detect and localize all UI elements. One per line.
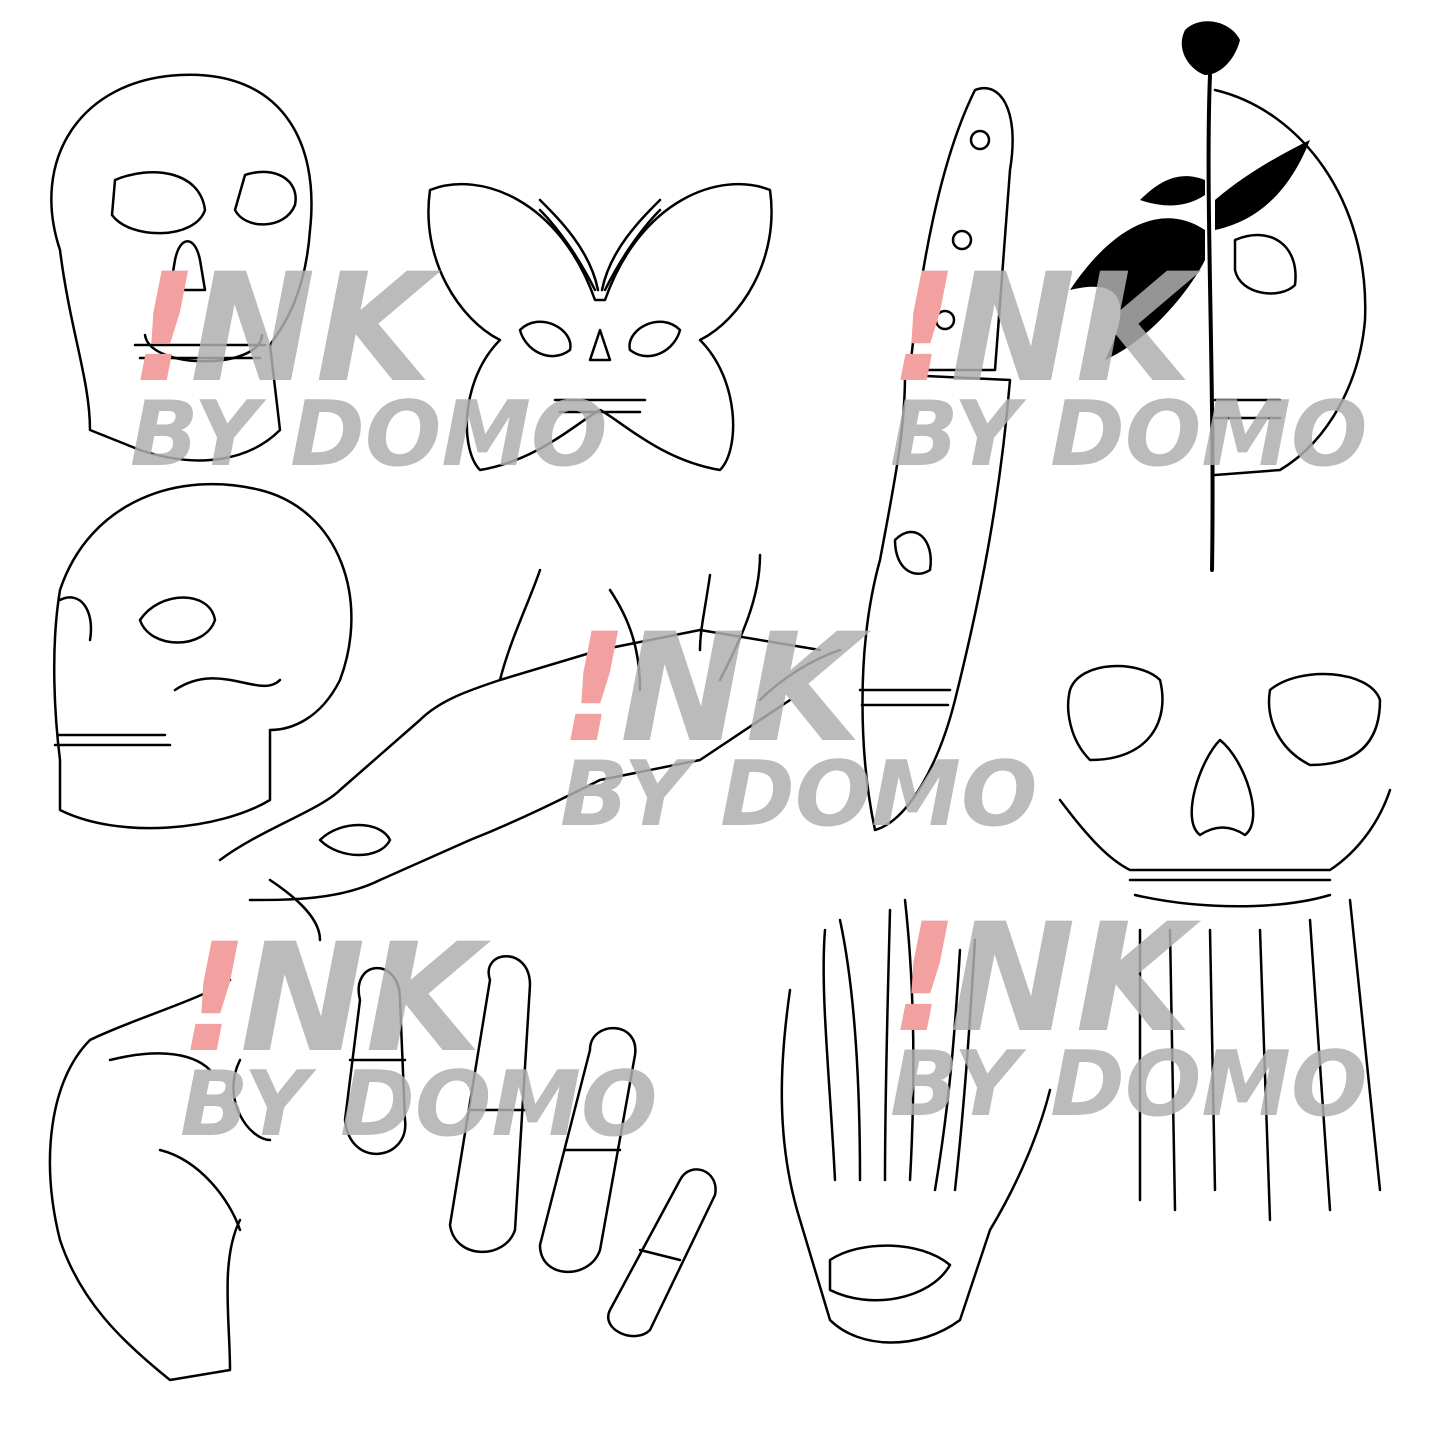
finger-bones — [343, 955, 717, 1338]
svg-text:BY DOMO: BY DOMO — [180, 1052, 657, 1157]
svg-text:!: ! — [890, 242, 958, 416]
skeleton-hand-open — [780, 898, 1052, 1344]
svg-text:!: ! — [130, 242, 198, 416]
svg-text:!: ! — [180, 912, 248, 1086]
rose-half-skull — [1070, 21, 1367, 572]
svg-text:BY DOMO: BY DOMO — [890, 382, 1367, 487]
svg-text:NK: NK — [190, 242, 442, 416]
svg-text:NK: NK — [950, 892, 1202, 1066]
knife-skull-blade — [858, 87, 1014, 832]
skeleton-hand-curled — [48, 978, 272, 1382]
svg-text:NK: NK — [950, 242, 1202, 416]
svg-text:NK: NK — [240, 912, 492, 1086]
svg-text:!: ! — [560, 602, 628, 776]
side-skull — [52, 482, 353, 830]
butterfly-skull — [427, 182, 773, 472]
front-skull — [50, 73, 313, 462]
skeleton-arm-hand — [218, 553, 842, 942]
svg-text:!: ! — [890, 892, 958, 1066]
skull-upper-jaw-with-drips — [1058, 664, 1392, 1222]
svg-text:NK: NK — [620, 602, 872, 776]
svg-text:BY DOMO: BY DOMO — [130, 382, 607, 487]
svg-text:BY DOMO: BY DOMO — [560, 742, 1037, 847]
svg-text:BY DOMO: BY DOMO — [890, 1032, 1367, 1137]
